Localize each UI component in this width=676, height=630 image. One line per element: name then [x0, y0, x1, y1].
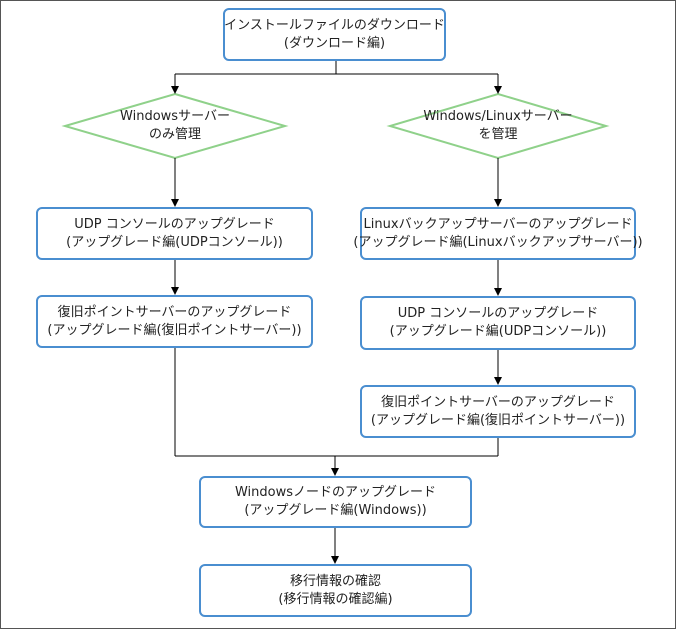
node-migration-line2: (移行情報の確認編) — [278, 591, 393, 607]
node-right-linux-backup: Linuxバックアップサーバーのアップグレード (アップグレード編(Linuxバ… — [353, 207, 643, 260]
decision-linux-line1: Windows/Linuxサーバー — [423, 109, 573, 124]
node-right-udp-line2: (アップグレード編(UDPコンソール)) — [389, 324, 607, 339]
decision-windows-line2: のみ管理 — [148, 127, 201, 142]
node-windows: Windowsノードのアップグレード (アップグレード編(Windows)) — [199, 476, 472, 528]
node-windows-line1: Windowsノードのアップグレード — [234, 485, 437, 500]
node-migration: 移行情報の確認 (移行情報の確認編) — [199, 564, 472, 617]
decision-windows-label: Windowsサーバー のみ管理 — [85, 104, 265, 148]
decision-linux-line2: を管理 — [478, 127, 518, 142]
node-right-rps: 復旧ポイントサーバーのアップグレード (アップグレード編(復旧ポイントサーバー)… — [360, 385, 636, 438]
node-right-linux-backup-line2: (アップグレード編(Linuxバックアップサーバー)) — [353, 234, 643, 250]
node-right-udp: UDP コンソールのアップグレード (アップグレード編(UDPコンソール)) — [360, 296, 636, 350]
decision-windows-line1: Windowsサーバー — [120, 109, 230, 124]
decision-linux-label: Windows/Linuxサーバー を管理 — [398, 104, 598, 148]
node-download-line1: インストールファイルのダウンロード — [224, 17, 445, 33]
node-right-rps-line1: 復旧ポイントサーバーのアップグレード — [381, 394, 615, 410]
node-left-udp-line2: (アップグレード編(UDPコンソール)) — [66, 234, 283, 250]
node-left-udp: UDP コンソールのアップグレード (アップグレード編(UDPコンソール)) — [36, 207, 313, 260]
node-windows-line2: (アップグレード編(Windows)) — [244, 503, 427, 518]
node-right-linux-backup-line1: Linuxバックアップサーバーのアップグレード — [363, 216, 633, 232]
node-download-line2: (ダウンロード編) — [283, 35, 386, 51]
node-download: インストールファイルのダウンロード (ダウンロード編) — [223, 8, 446, 61]
node-left-udp-line1: UDP コンソールのアップグレード — [74, 216, 275, 232]
node-right-udp-line1: UDP コンソールのアップグレード — [397, 306, 599, 321]
node-left-rps-line1: 復旧ポイントサーバーのアップグレード — [57, 304, 292, 320]
node-left-rps-line2: (アップグレード編(復旧ポイントサーバー)) — [47, 322, 302, 338]
node-left-rps: 復旧ポイントサーバーのアップグレード (アップグレード編(復旧ポイントサーバー)… — [36, 295, 313, 348]
node-right-rps-line2: (アップグレード編(復旧ポイントサーバー)) — [370, 412, 626, 428]
node-migration-line1: 移行情報の確認 — [289, 573, 381, 589]
